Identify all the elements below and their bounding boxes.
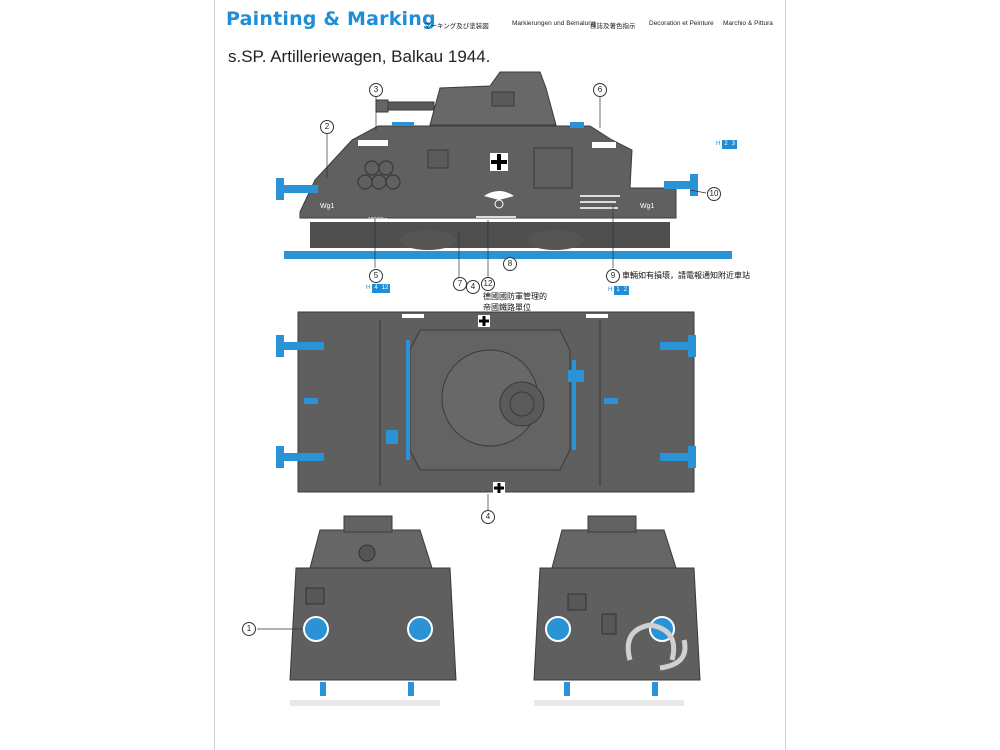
- side-view: [276, 71, 732, 259]
- page-title: Painting & Marking: [226, 8, 436, 30]
- note-callout-4-line1: 德國國防軍管理的: [483, 292, 547, 301]
- unit-marking-right: Wg1: [640, 203, 655, 210]
- unit-marking-left: Wg1: [320, 203, 335, 210]
- lang-japanese: マーキング及び塗装図: [424, 23, 489, 30]
- callout-7: 7: [453, 277, 467, 291]
- callout-5: 5: [369, 269, 383, 283]
- callout-8: 8: [503, 257, 517, 271]
- lang-german: Markierungen und Bemalung: [512, 20, 596, 27]
- top-view: [276, 311, 696, 494]
- callout-3: 3: [369, 83, 383, 97]
- vehicle-subtitle: s.SP. Artilleriewagen, Balkau 1944.: [228, 47, 491, 66]
- publisher-logo: [625, 622, 688, 671]
- callout-1: 1: [242, 622, 256, 636]
- callout-10: 10: [707, 187, 721, 201]
- callout-12: 12: [481, 277, 495, 291]
- lang-italian: Marchio & Pittura: [723, 20, 773, 27]
- lang-french: Decoration et Peinture: [649, 20, 714, 27]
- callout-2: 2: [320, 120, 334, 134]
- callout-4-top: 4: [466, 280, 480, 294]
- front-view: [289, 515, 457, 706]
- callout-6: 6: [593, 83, 607, 97]
- rear-view: [533, 515, 701, 706]
- lang-chinese: 標誌及著色指示: [590, 23, 636, 30]
- callout-9: 9: [606, 269, 620, 283]
- note-callout-4-line2: 帝國鐵路單位: [483, 303, 531, 312]
- rail-part: [284, 251, 732, 259]
- header: Painting & Marking マーキング及び塗装図 Markierung…: [226, 6, 786, 36]
- note-callout-9: 車輛如有損壞，請電報通知附近車站: [622, 271, 750, 280]
- weight-marking: 18000kg: [368, 217, 387, 223]
- callout-4-bottom: 4: [481, 510, 495, 524]
